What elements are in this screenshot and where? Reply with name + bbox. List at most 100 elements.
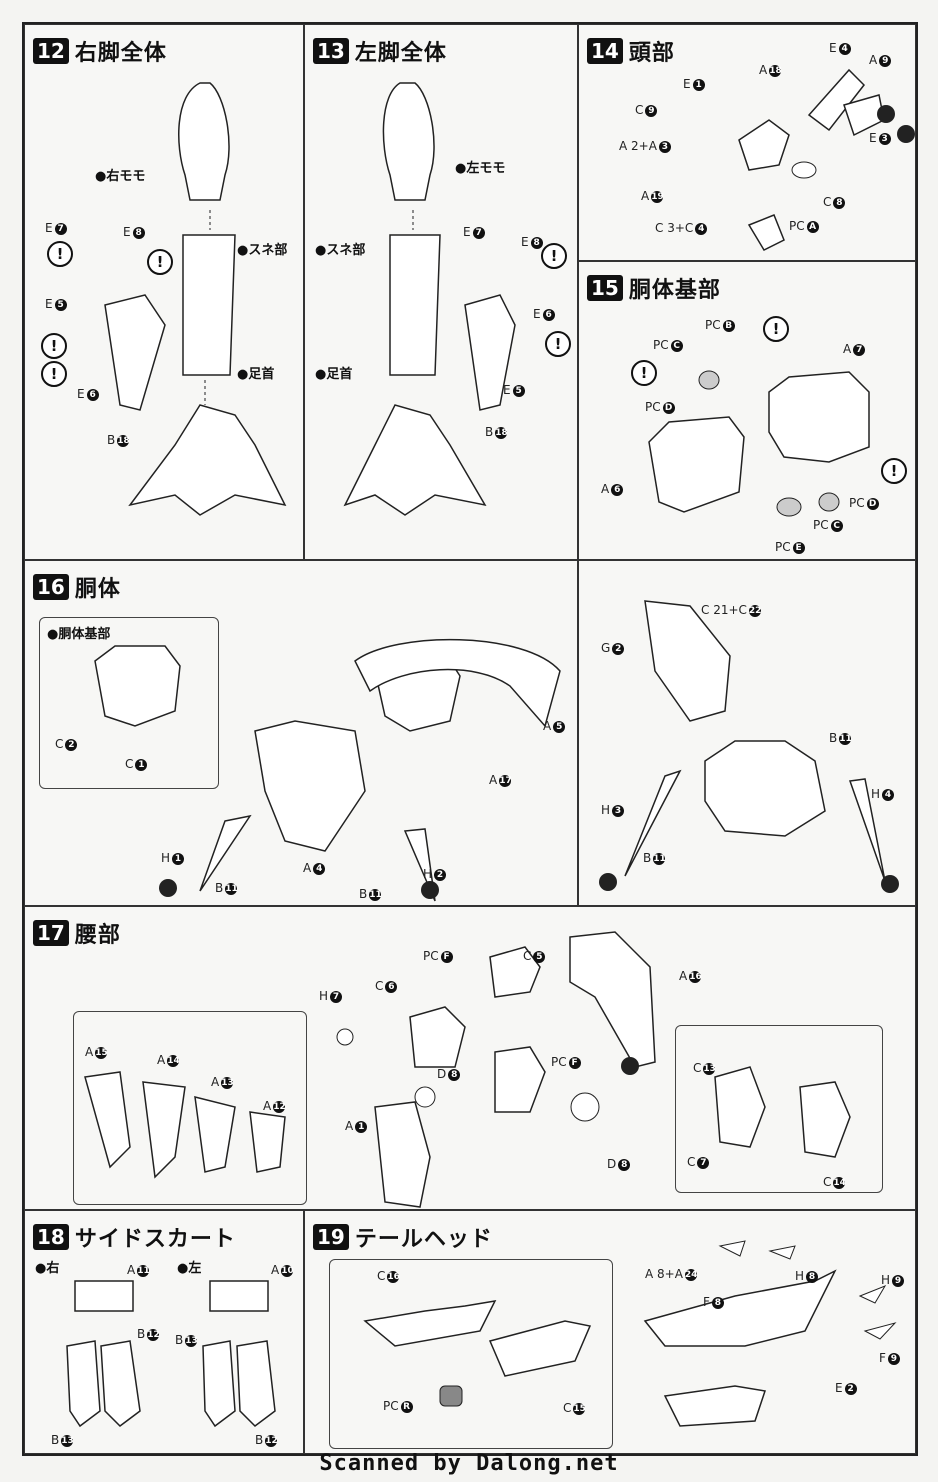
callout-thigh: ●左モモ xyxy=(455,161,506,176)
callout-right: ●右 xyxy=(35,1261,60,1276)
step-number: 12 xyxy=(33,38,69,64)
right-leg-drawing xyxy=(104,82,287,516)
warning-icon: ! xyxy=(545,331,571,357)
callout-ankle: ●足首 xyxy=(237,367,275,382)
step-number: 19 xyxy=(313,1224,349,1250)
warning-icon: ! xyxy=(631,360,657,386)
tail-head-drawing xyxy=(363,1240,897,1427)
globe-icon xyxy=(159,879,177,897)
step-18-header: 18 サイドスカート xyxy=(33,1221,236,1253)
step-title: 胴体 xyxy=(74,577,121,602)
scan-credit: Scanned by Dalong.net xyxy=(319,1451,619,1476)
globe-icon xyxy=(421,881,439,899)
divider xyxy=(577,561,579,905)
head-drawing xyxy=(738,68,885,251)
callout-shin: ●スネ部 xyxy=(315,243,366,258)
step-number: 18 xyxy=(33,1224,69,1250)
step-16-header: 16 胴体 xyxy=(33,571,121,603)
waist-drawing xyxy=(84,931,851,1208)
step-title: サイドスカート xyxy=(74,1227,236,1252)
step-15-header: 15 胴体基部 xyxy=(587,272,721,304)
left-leg-drawing xyxy=(343,82,516,516)
globe-icon xyxy=(881,875,899,893)
warning-icon: ! xyxy=(41,333,67,359)
globe-icon xyxy=(621,1057,639,1075)
step-title: 右脚全体 xyxy=(74,41,167,66)
torso-drawing xyxy=(94,600,886,902)
inset-tail-joint xyxy=(329,1259,613,1449)
step-number: 14 xyxy=(587,38,623,64)
step-title: テールヘッド xyxy=(354,1227,493,1252)
warning-icon: ! xyxy=(147,249,173,275)
callout-thigh: ●右モモ xyxy=(95,169,146,184)
step-19-header: 19 テールヘッド xyxy=(313,1221,493,1253)
callout-left: ●左 xyxy=(177,1261,202,1276)
step-number: 13 xyxy=(313,38,349,64)
step-title: 胴体基部 xyxy=(628,278,721,303)
globe-icon xyxy=(877,105,895,123)
step-title: 腰部 xyxy=(74,923,121,948)
step-title: 左脚全体 xyxy=(354,41,447,66)
step-12-header: 12 右脚全体 xyxy=(33,35,167,67)
globe-icon xyxy=(897,125,915,143)
step-17-header: 17 腰部 xyxy=(33,917,121,949)
step-14-header: 14 頭部 xyxy=(587,35,675,67)
